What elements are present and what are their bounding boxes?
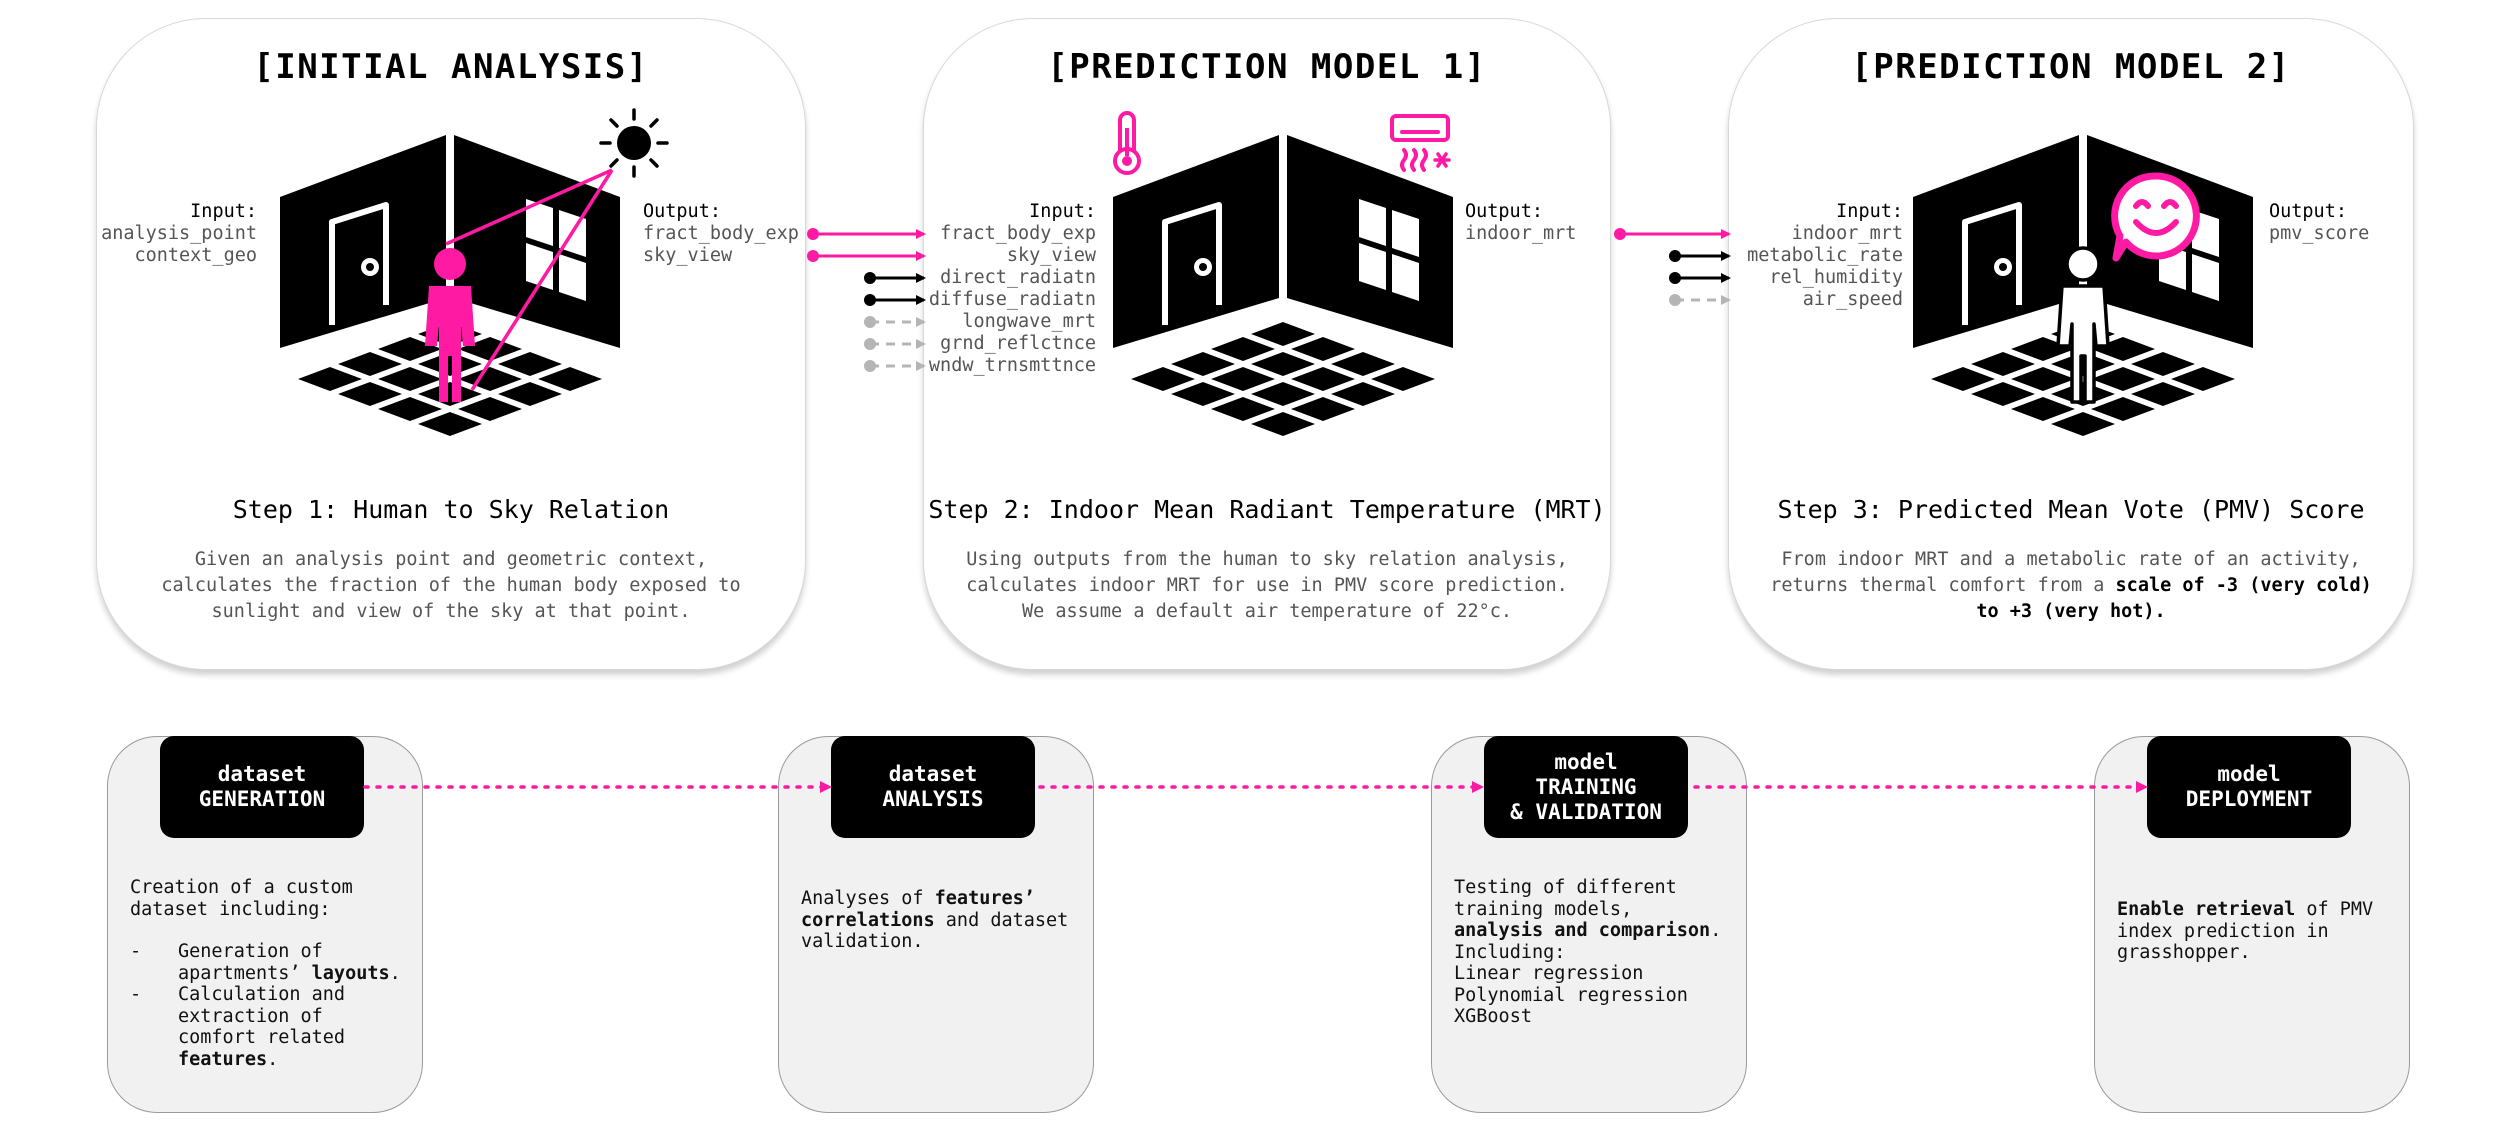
input-item: air_speed — [1802, 289, 1903, 310]
step-title: Step 1: Human to Sky Relation — [232, 495, 670, 524]
card-intro: Creation of a custom dataset including: — [130, 877, 353, 920]
input-item: direct_radiatn — [940, 267, 1096, 288]
badge-line: & VALIDATION — [1510, 799, 1662, 824]
card-dataset-generation: dataset GENERATION Creation of a custom … — [107, 736, 423, 1113]
link-arrows-2-3 — [1614, 228, 1731, 306]
list-dash: - — [130, 984, 142, 1005]
input-item: diffuse_radiatn — [928, 289, 1096, 310]
input-list: Input: fract_body_exp sky_view direct_ra… — [929, 201, 1096, 377]
input-item: longwave_mrt — [962, 311, 1096, 332]
badge-line: model — [2217, 762, 2281, 786]
badge-model-deployment: model DEPLOYMENT — [2147, 736, 2351, 838]
thermometer-icon — [1113, 111, 1141, 175]
list-dash: - — [130, 941, 142, 962]
smiley-chat-icon — [2111, 172, 2200, 262]
link-arrows-1-2 — [807, 228, 926, 372]
item-bold: features — [178, 1048, 268, 1070]
input-item: indoor_mrt — [1791, 223, 1903, 244]
step-description: From indoor MRT and a metabolic rate of … — [1769, 547, 2373, 625]
model-item: Linear regression — [1454, 963, 1644, 984]
card-text: Enable retrieval of PMV index prediction… — [2117, 899, 2391, 964]
output-label: Output: — [1465, 201, 1543, 222]
badge-line: ANALYSIS — [882, 787, 984, 811]
output-item: sky_view — [643, 245, 733, 266]
badge-line: DEPLOYMENT — [2185, 787, 2313, 811]
item-text: Calculation and extraction of comfort re… — [178, 984, 346, 1048]
input-list: Input: analysis_point context_geo — [101, 201, 257, 267]
step-title: Step 2: Indoor Mean Radiant Temperature … — [928, 495, 1606, 524]
panel-initial-analysis: [INITIAL ANALYSIS] Input: analysis_point… — [96, 18, 806, 670]
input-item: analysis_point — [101, 223, 257, 244]
output-item: pmv_score — [2269, 223, 2370, 244]
sun-icon — [599, 108, 669, 178]
item-text: Generation of apartments’ — [178, 941, 323, 984]
badge-dataset-analysis: dataset ANALYSIS — [831, 736, 1035, 838]
step-description: Given an analysis point and geometric co… — [161, 549, 741, 622]
card-dataset-analysis: dataset ANALYSIS Analyses of features’ c… — [778, 736, 1094, 1113]
card-model-training: model TRAINING & VALIDATION Testing of d… — [1431, 736, 1747, 1113]
panel-prediction-model-1: [PREDICTION MODEL 1] Input: fract_body_e… — [923, 18, 1611, 670]
output-list: Output: pmv_score — [2269, 201, 2369, 245]
item-text: . — [389, 962, 401, 984]
input-item: metabolic_rate — [1747, 245, 1903, 266]
item-text: . — [267, 1048, 279, 1070]
step-title: Step 3: Predicted Mean Vote (PMV) Score — [1777, 495, 2365, 524]
card-model-deployment: model DEPLOYMENT Enable retrieval of PMV… — [2094, 736, 2410, 1113]
text-bold: Enable retrieval — [2117, 899, 2296, 920]
item-bold: layouts — [311, 962, 390, 984]
desc-part: From indoor MRT and a metabolic rate of … — [1770, 549, 2361, 596]
input-list: Input: indoor_mrt metabolic_rate rel_hum… — [1747, 201, 1903, 311]
panel-title: [PREDICTION MODEL 1] — [1047, 47, 1487, 87]
output-list: Output: fract_body_exp sky_view — [643, 201, 799, 267]
sun-ray-lines — [445, 168, 614, 391]
input-label: Input: — [190, 201, 257, 222]
badge-line: dataset — [217, 762, 307, 786]
step-description: Using outputs from the human to sky rela… — [966, 549, 1568, 622]
model-item: XGBoost — [1454, 1006, 1532, 1027]
including-label: Including: — [1454, 941, 1566, 963]
model-item: Polynomial regression — [1454, 984, 1688, 1006]
list-item: - Calculation and extraction of comfort … — [130, 984, 404, 1070]
input-item: sky_view — [1006, 245, 1096, 266]
card-text: Creation of a custom dataset including: … — [130, 877, 404, 1070]
text-part: Testing of different training models, — [1454, 877, 1677, 920]
card-text: Analyses of features’ correlations and d… — [801, 888, 1075, 953]
badge-line: model — [1554, 749, 1618, 774]
desc-scale: scale of -3 (very cold) to +3 (very hot)… — [1976, 575, 2372, 622]
badge-line: GENERATION — [198, 787, 326, 811]
card-text: Testing of different training models, an… — [1454, 877, 1728, 1028]
badge-line: dataset — [888, 762, 978, 786]
text-part: of PMV index prediction in grasshopper. — [2117, 899, 2374, 963]
output-item: fract_body_exp — [643, 223, 799, 244]
input-item: fract_body_exp — [940, 223, 1096, 244]
output-label: Output: — [643, 201, 721, 222]
input-item: context_geo — [134, 245, 257, 266]
panel-title: [PREDICTION MODEL 2] — [1851, 47, 2291, 87]
text-part: . — [1710, 920, 1722, 941]
badge-model-training: model TRAINING & VALIDATION — [1484, 736, 1688, 838]
output-item: indoor_mrt — [1465, 223, 1577, 244]
output-label: Output: — [2269, 201, 2347, 222]
input-label: Input: — [1836, 201, 1903, 222]
text-bold: analysis and comparison — [1454, 920, 1711, 941]
input-item: rel_humidity — [1769, 267, 1903, 288]
panel-title: [INITIAL ANALYSIS] — [253, 47, 649, 87]
output-list: Output: indoor_mrt — [1465, 201, 1576, 245]
air-conditioner-icon — [1390, 114, 1451, 172]
badge-dataset-generation: dataset GENERATION — [160, 736, 364, 838]
text-part: and dataset validation. — [801, 909, 1069, 953]
input-item: wndw_trnsmttnce — [928, 355, 1096, 376]
text-part: Analyses of — [801, 888, 935, 909]
text-bold: features’ correlations — [801, 888, 1035, 931]
input-label: Input: — [1029, 201, 1096, 222]
badge-line: TRAINING — [1535, 774, 1637, 799]
list-item: - Generation of apartments’ layouts. — [130, 941, 404, 984]
input-item: grnd_reflctnce — [940, 333, 1096, 354]
